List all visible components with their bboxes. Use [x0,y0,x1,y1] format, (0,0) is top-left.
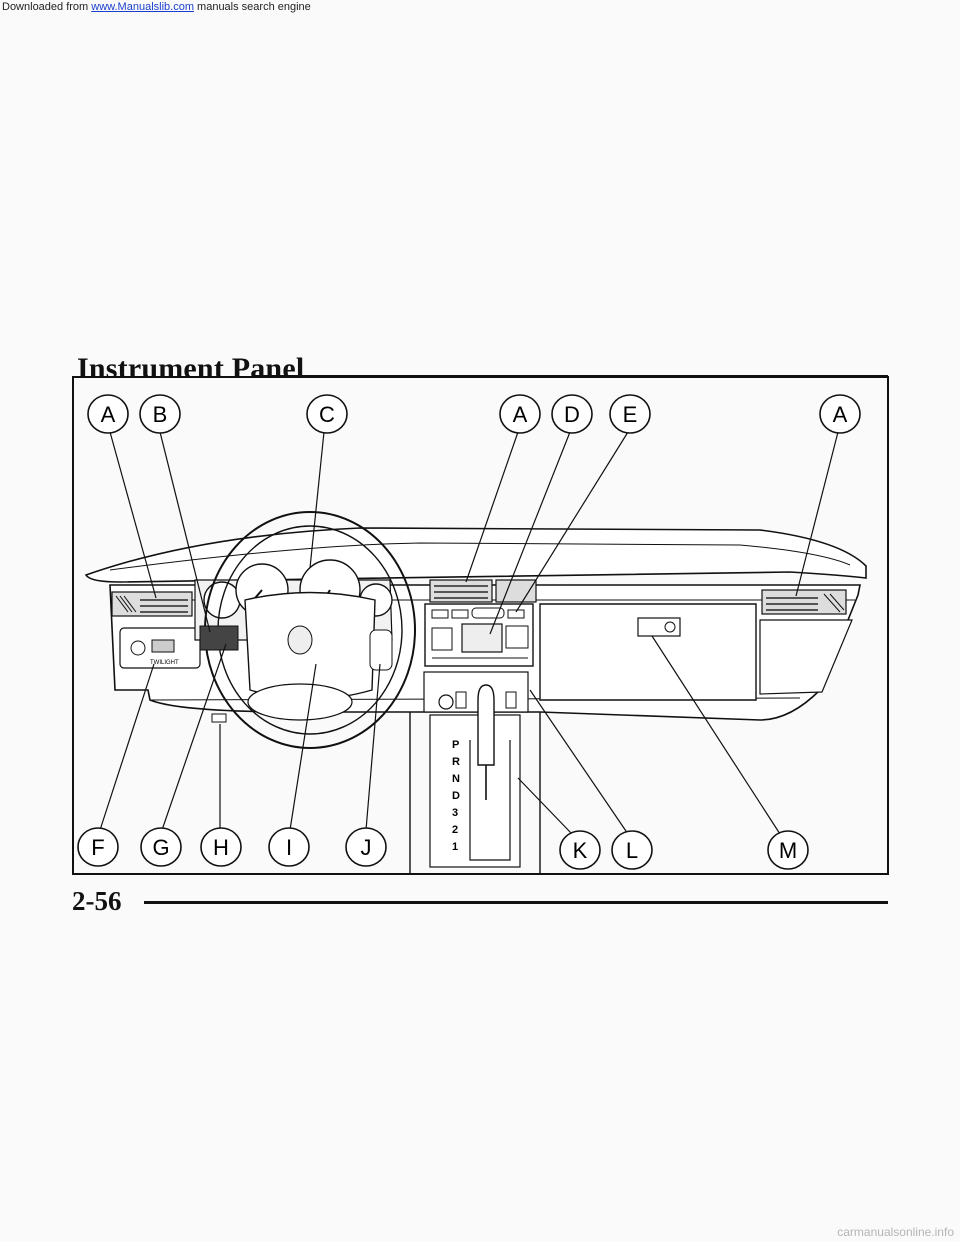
headlamp-knob [130,640,146,656]
left-vent-slats [115,595,137,613]
callout-a-right: A [819,394,861,434]
leader-a-left [109,431,157,599]
callout-i-label: I [286,835,292,860]
callout-d: D [551,394,593,434]
leader-i [289,663,317,831]
callout-h-label: H [213,835,229,860]
callout-e: E [609,394,651,434]
callout-b: B [139,394,181,434]
shift-lever [477,684,495,766]
gear-2: 2 [452,824,458,836]
callout-k-label: K [573,838,588,863]
banner-prefix: Downloaded from [2,1,92,13]
hood-release-handle [211,713,227,723]
climate-button-1 [431,609,449,619]
callout-a-right-label: A [833,402,848,427]
shift-console [429,714,521,868]
gear-p: P [452,739,459,751]
watermark: carmanualsonline.info [837,1225,954,1239]
gear-1: 1 [452,841,458,853]
leader-b [159,431,211,633]
console-button-1 [455,691,467,709]
gear-indicator: P R N D 3 2 1 [452,739,460,853]
callout-f-label: F [91,835,104,860]
callout-l-label: L [626,838,638,863]
glove-box-side [759,619,853,695]
leader-lines [99,431,839,835]
leader-l [529,689,629,835]
callout-a-center-label: A [513,402,528,427]
dash-top [84,527,867,583]
callout-c: C [306,394,348,434]
steering-lower-opening [247,683,353,721]
shift-gate [469,740,511,861]
callout-m: M [767,830,809,870]
gear-r: R [452,756,460,768]
right-vent-slats [823,593,845,613]
callout-k: K [559,830,601,870]
gear-3: 3 [452,807,458,819]
callout-b-label: B [153,402,168,427]
leader-c [309,431,325,569]
leader-a-center [465,431,519,583]
leader-e [515,431,629,613]
manualslib-link[interactable]: www.Manualslib.com [91,1,194,13]
page-rule [144,901,888,904]
callouts-bottom: F G H I J K L M [77,827,809,870]
callout-j-label: J [361,835,372,860]
callout-i: I [268,827,310,867]
climate-display [471,607,505,619]
callout-m-label: M [779,838,797,863]
gear-n: N [452,773,460,785]
radio-display [461,623,503,653]
leader-m [651,635,781,835]
cruise-control-controls [369,629,393,671]
climate-button-3 [507,609,525,619]
turn-signal-lever [199,625,239,651]
leader-j [365,663,381,831]
radio-knob-panel [431,627,453,651]
callout-c-label: C [319,402,335,427]
gear-d: D [452,790,460,802]
cadillac-emblem-icon [287,625,313,655]
callout-l: L [611,830,653,870]
callout-a-left: A [87,394,129,434]
callout-j: J [345,827,387,867]
center-vent-right [495,579,537,603]
leader-a-right [795,431,839,597]
leader-d [489,431,571,635]
leader-f [99,663,155,831]
callout-f: F [77,827,119,867]
twilight-label: TWILIGHT [150,660,179,666]
glove-box-door [539,603,757,701]
callout-h: H [200,827,242,867]
callouts-top: A B C A D E A [87,394,861,434]
console-knob [438,694,454,710]
headlamp-slider [151,639,175,653]
callout-d-label: D [564,402,580,427]
leader-k [517,777,573,835]
console-button-2 [505,691,517,709]
dash-crease [109,542,851,571]
download-banner: Downloaded from www.Manualslib.com manua… [0,0,960,22]
banner-suffix: manuals search engine [193,1,311,13]
radio-digit-window [505,625,529,649]
climate-button-2 [451,609,469,619]
callout-a-center: A [499,394,541,434]
leader-g [161,643,227,831]
page-number: 2-56 [72,886,122,916]
callout-g: G [140,827,182,867]
callout-a-left-label: A [101,402,116,427]
callout-g-label: G [152,835,169,860]
callout-e-label: E [623,402,638,427]
glove-box-lock-icon [664,621,676,633]
